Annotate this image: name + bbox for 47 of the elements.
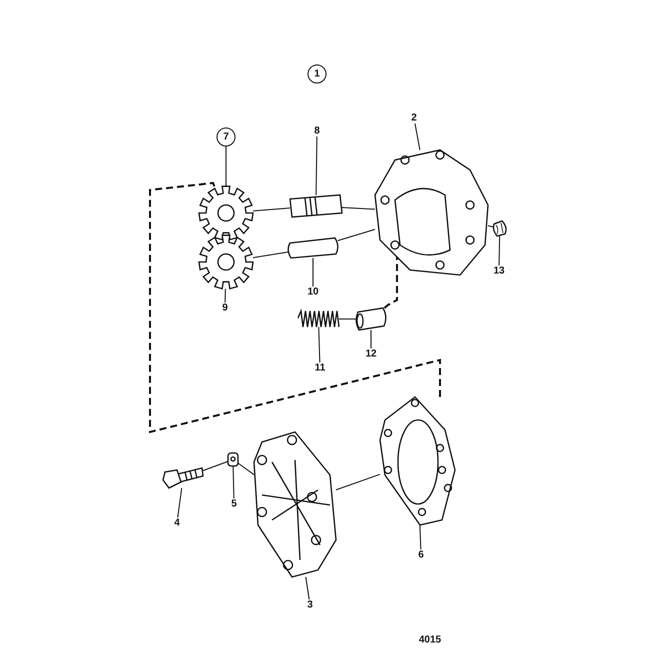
assembly-line (488, 225, 494, 228)
callout-number: 4 (174, 518, 180, 528)
leader-line (370, 330, 372, 349)
leader-line (305, 576, 310, 600)
assembly-line (252, 208, 290, 212)
callout-number: 5 (231, 498, 237, 510)
callout-number: 13 (493, 266, 505, 276)
leader-line (232, 466, 234, 499)
leader-line (498, 236, 500, 266)
pump-housing-drawing (374, 149, 489, 276)
drawing-number: 4015 (418, 634, 442, 646)
leader-line (419, 524, 422, 550)
spring-drawing (297, 308, 340, 328)
callout-number: 2 (411, 112, 417, 124)
gasket-drawing (379, 396, 456, 526)
leader-line (316, 136, 318, 196)
cover-plate-drawing (253, 431, 337, 578)
assembly-line (338, 318, 357, 320)
shaft-drawing (289, 194, 343, 218)
assembly-line (252, 252, 289, 258)
callout-number: 9 (222, 302, 228, 314)
assembly-line (342, 207, 376, 210)
leader-line (414, 123, 420, 150)
leader-line (224, 288, 226, 303)
callout-number: 10 (307, 286, 319, 298)
callout-number: 3 (307, 600, 313, 610)
callout-number: 6 (418, 550, 424, 560)
callout-number: 8 (314, 126, 320, 136)
callout-number: 11 (314, 362, 326, 374)
assembly-line (238, 462, 254, 476)
washer-drawing (227, 452, 239, 467)
plug-drawing (492, 220, 507, 237)
pin-drawing (288, 237, 338, 259)
leader-line (312, 258, 314, 287)
leader-line (318, 326, 320, 363)
assembly-line (202, 460, 228, 472)
leader-line (177, 488, 182, 518)
callout-number: 1 (308, 64, 326, 84)
callout-number: 7 (216, 128, 236, 146)
bolt-drawing (162, 467, 204, 489)
plunger-drawing (356, 307, 386, 331)
assembly-line (149, 182, 441, 434)
gear-drawing (198, 234, 254, 290)
gear-drawing (198, 186, 254, 241)
assembly-line (337, 228, 376, 242)
assembly-line (336, 474, 380, 490)
callout-number: 12 (365, 348, 377, 360)
